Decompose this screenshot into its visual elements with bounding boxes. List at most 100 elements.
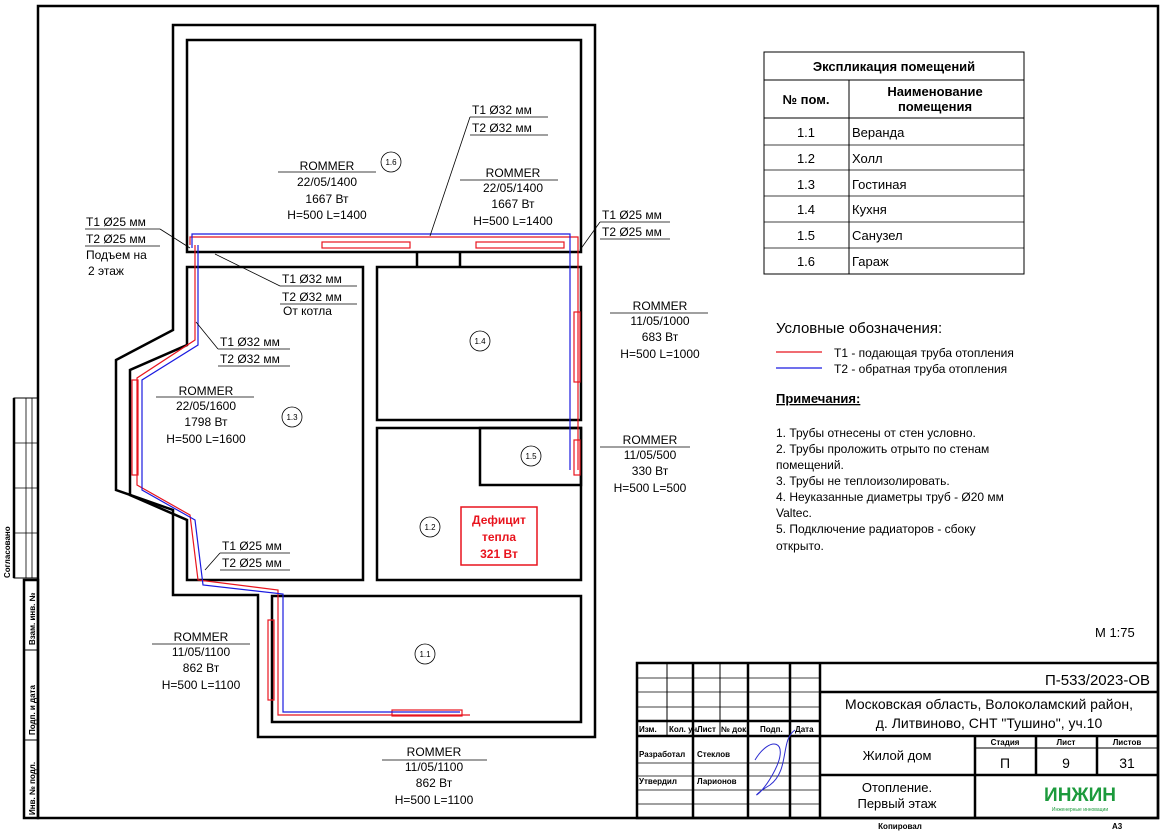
inv-podl-label: Инв. № подл.: [28, 762, 37, 815]
svg-text:22/05/1600: 22/05/1600: [176, 399, 236, 413]
svg-text:H=500 L=1000: H=500 L=1000: [620, 347, 700, 361]
leader-lines: [85, 116, 708, 761]
table-row: 1.6 Гараж: [797, 254, 889, 269]
svg-text:1.4: 1.4: [797, 202, 815, 217]
svg-text:Инженерные инновации: Инженерные инновации: [1052, 807, 1108, 813]
svg-text:22/05/1400: 22/05/1400: [297, 175, 357, 189]
svg-text:Санузел: Санузел: [852, 228, 903, 243]
svg-text:1.6: 1.6: [797, 254, 815, 269]
svg-text:№ док.: № док.: [721, 725, 748, 734]
floor-plan-walls: [114, 23, 597, 739]
svg-text:Холл: Холл: [852, 151, 883, 166]
svg-text:Кол. уч.: Кол. уч.: [669, 725, 699, 734]
svg-text:22/05/1400: 22/05/1400: [483, 181, 543, 195]
svg-text:Лист: Лист: [697, 725, 716, 734]
svg-text:ROMMER: ROMMER: [179, 384, 234, 398]
svg-text:Ларионов: Ларионов: [697, 777, 737, 786]
svg-text:1667 Вт: 1667 Вт: [305, 192, 349, 206]
svg-text:330 Вт: 330 Вт: [632, 464, 669, 478]
svg-text:Лист: Лист: [1057, 738, 1076, 747]
room-markers: 1.6 1.4 1.3 1.5 1.2 1.1: [281, 151, 542, 665]
heat-deficit-badge: Дефицит тепла 321 Вт: [460, 506, 538, 566]
svg-text:9: 9: [1062, 755, 1070, 771]
svg-text:Примечания:: Примечания:: [776, 391, 860, 406]
svg-text:T1 Ø32 мм: T1 Ø32 мм: [282, 272, 342, 286]
svg-text:Отопление.: Отопление.: [862, 780, 932, 795]
svg-text:Гараж: Гараж: [852, 254, 889, 269]
svg-text:T1 Ø25 мм: T1 Ø25 мм: [602, 208, 662, 222]
svg-text:4. Неуказанные диаметры тр: 4. Неуказанные диаметры труб - Ø20 мм: [776, 490, 1004, 504]
svg-text:Московская область, Волоколамс: Московская область, Волоколамский район,: [845, 696, 1133, 712]
svg-text:тепла: тепла: [482, 530, 516, 544]
svg-text:Копировал: Копировал: [878, 822, 922, 831]
svg-text:д. Литвиново, СНТ "Тушино", уч: д. Литвиново, СНТ "Тушино", уч.10: [876, 715, 1103, 731]
svg-text:А3: А3: [1112, 822, 1123, 831]
svg-text:H=500 L=1100: H=500 L=1100: [162, 678, 241, 692]
return-pipes: [141, 233, 571, 713]
svg-text:ROMMER: ROMMER: [407, 745, 462, 759]
svg-text:T1 Ø25 мм: T1 Ø25 мм: [86, 215, 146, 229]
agreed-label: Согласовано: [3, 526, 12, 578]
svg-text:862 Вт: 862 Вт: [416, 776, 453, 790]
supply-pipes: [131, 236, 581, 717]
svg-text:Подъем на: Подъем на: [86, 248, 147, 262]
side-stamp: Согласовано Взам. инв. № Подп. и дата Ин…: [3, 397, 40, 820]
explication-table: Экспликация помещений № пом. Наименовани…: [763, 51, 1025, 275]
svg-text:Веранда: Веранда: [852, 125, 905, 140]
legend: Условные обозначения: T1 - подающая труб…: [776, 320, 1014, 376]
svg-text:1. Трубы отнесены от стен: 1. Трубы отнесены от стен условно.: [776, 426, 976, 440]
svg-text:Дата: Дата: [795, 725, 814, 734]
svg-text:ИНЖИН: ИНЖИН: [1044, 785, 1116, 806]
svg-text:Экспликация помещений: Экспликация помещений: [813, 59, 975, 74]
svg-text:Изм.: Изм.: [639, 725, 657, 734]
svg-text:1.5: 1.5: [797, 228, 815, 243]
svg-text:ROMMER: ROMMER: [174, 630, 229, 644]
svg-text:Дефицит: Дефицит: [472, 513, 526, 527]
svg-text:H=500 L=1100: H=500 L=1100: [395, 793, 474, 807]
svg-text:1667 Вт: 1667 Вт: [491, 197, 535, 211]
svg-text:T2 Ø25 мм: T2 Ø25 мм: [86, 232, 146, 246]
svg-text:От котла: От котла: [283, 304, 332, 318]
svg-text:T1 Ø25 мм: T1 Ø25 мм: [222, 539, 282, 553]
svg-text:T2 Ø32 мм: T2 Ø32 мм: [220, 352, 280, 366]
svg-text:862 Вт: 862 Вт: [183, 661, 220, 675]
svg-text:2. Трубы проложить отрыто: 2. Трубы проложить отрыто по стенам: [776, 442, 989, 456]
svg-text:11/05/1100: 11/05/1100: [405, 760, 464, 774]
svg-text:Кухня: Кухня: [852, 202, 887, 217]
svg-text:Листов: Листов: [1113, 738, 1142, 747]
svg-text:H=500 L=1400: H=500 L=1400: [473, 214, 553, 228]
inv-vzam-label: Взам. инв. №: [28, 592, 37, 645]
svg-text:П: П: [1000, 755, 1010, 771]
pipe-labels: T1 Ø32 мм T2 Ø32 мм T1 Ø25 мм T2 Ø25 мм По…: [86, 103, 662, 570]
svg-text:№ пом.: № пом.: [783, 92, 830, 107]
svg-text:Valtec.: Valtec.: [776, 506, 812, 520]
svg-text:T2 Ø32 мм: T2 Ø32 мм: [472, 121, 532, 135]
svg-text:Стадия: Стадия: [991, 738, 1020, 747]
svg-text:Гостиная: Гостиная: [852, 177, 907, 192]
svg-text:T1 Ø32 мм: T1 Ø32 мм: [472, 103, 532, 117]
svg-text:1.1: 1.1: [797, 125, 815, 140]
svg-text:Стеклов: Стеклов: [697, 750, 730, 759]
table-row: 1.1 Веранда: [797, 125, 905, 140]
svg-text:T2 Ø32 мм: T2 Ø32 мм: [282, 290, 342, 304]
table-row: 1.5 Санузел: [797, 228, 903, 243]
svg-text:П-533/2023-ОВ: П-533/2023-ОВ: [1045, 672, 1150, 689]
svg-text:H=500 L=1400: H=500 L=1400: [287, 208, 367, 222]
svg-text:H=500 L=1600: H=500 L=1600: [166, 432, 246, 446]
svg-text:321 Вт: 321 Вт: [480, 547, 518, 561]
svg-text:H=500 L=500: H=500 L=500: [614, 481, 687, 495]
notes: Примечания: 1. Трубы отнесены от стен ус…: [776, 391, 1004, 553]
svg-text:T1 - подающая труба отопления: T1 - подающая труба отопления: [834, 346, 1014, 360]
svg-text:помещения: помещения: [898, 99, 972, 114]
svg-text:Жилой дом: Жилой дом: [863, 748, 932, 763]
svg-text:T1 Ø32 мм: T1 Ø32 мм: [220, 335, 280, 349]
